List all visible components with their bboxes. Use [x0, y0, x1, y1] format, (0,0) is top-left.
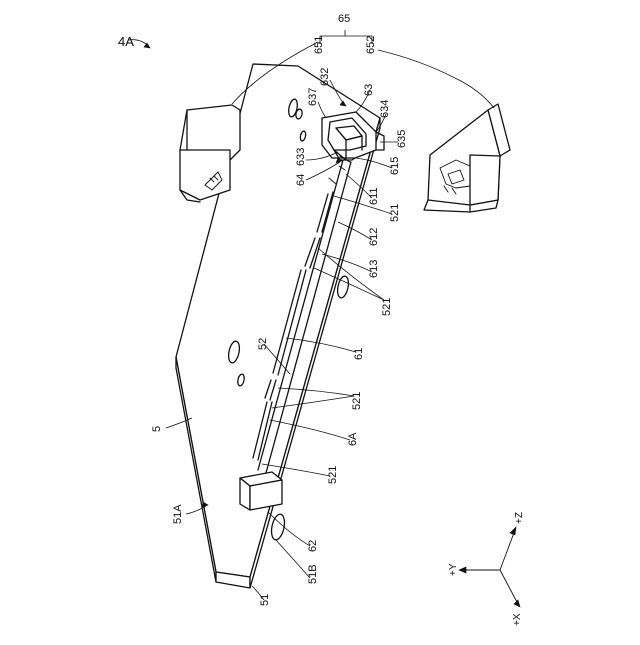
label-65: 65	[338, 13, 350, 25]
axes: +Z +Y +X	[448, 512, 525, 626]
label-652: 652	[365, 36, 377, 54]
axis-y-label: +Y	[448, 563, 459, 576]
label-6A: 6A	[347, 432, 359, 446]
label-633: 633	[295, 148, 307, 166]
label-5: 5	[151, 426, 163, 432]
label-613: 613	[368, 260, 380, 278]
axis-z-label: +Z	[514, 512, 525, 524]
label-637: 637	[307, 88, 319, 106]
bracket-651-front	[180, 150, 230, 200]
block-62	[240, 472, 282, 510]
axis-x-line	[500, 570, 518, 604]
label-521-b: 521	[381, 298, 393, 316]
label-651: 651	[313, 36, 325, 54]
label-63: 63	[363, 84, 375, 96]
label-51B: 51B	[307, 564, 319, 584]
axis-z-line	[500, 530, 515, 570]
part-652	[424, 104, 510, 212]
figure-label: 4A	[118, 34, 134, 49]
figure-arrowhead	[144, 43, 150, 48]
leader-51	[252, 586, 264, 600]
leader-652	[378, 50, 494, 108]
label-521-a: 521	[389, 204, 401, 222]
label-51A: 51A	[172, 504, 184, 524]
label-612: 612	[368, 228, 380, 246]
label-634: 634	[379, 100, 391, 118]
axis-x-label: +X	[512, 613, 523, 626]
axis-z-arrow	[510, 527, 516, 535]
label-632: 632	[319, 68, 331, 86]
leader-51B	[276, 540, 310, 578]
label-615: 615	[389, 157, 401, 175]
axis-x-arrow	[514, 600, 520, 607]
label-64: 64	[295, 174, 307, 186]
part-652-right-face	[470, 155, 500, 205]
label-521-d: 521	[327, 466, 339, 484]
label-635: 635	[396, 130, 408, 148]
block-62-front	[250, 480, 282, 510]
label-521-c: 521	[351, 392, 363, 410]
label-62: 62	[307, 540, 319, 552]
axis-y-arrow	[459, 567, 466, 573]
label-61: 61	[353, 348, 365, 360]
leader-62	[268, 512, 310, 546]
bracket-651-edge	[180, 110, 187, 150]
